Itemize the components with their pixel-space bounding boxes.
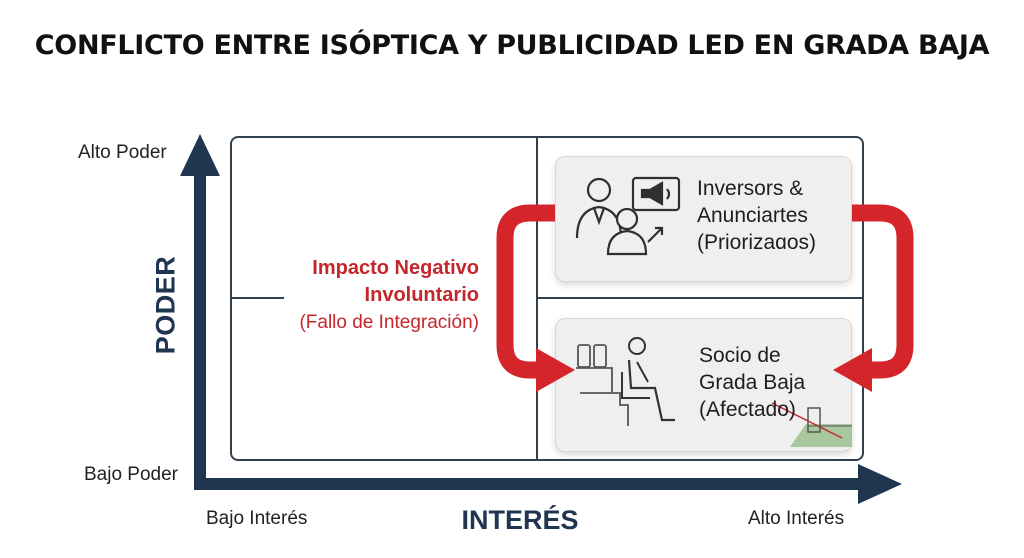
card-lower-stand-text: Socio de Grada Baja (Afectado): [699, 342, 805, 423]
card-investors-text: Inversors & Anunciartes (Priorizaɑos): [697, 175, 816, 256]
people-icon: [575, 177, 648, 256]
megaphone-icon: [631, 176, 681, 243]
y-axis-title: PODER: [150, 255, 181, 355]
impact-line-3: (Fallo de Integración): [299, 312, 479, 333]
card-investors-line-1: Inversors &: [697, 177, 804, 200]
x-axis-low-label: Bajo Interés: [206, 508, 308, 529]
card-investors-line-2: Anunciartes: [697, 204, 808, 227]
red-arrow-left: [496, 204, 575, 392]
x-axis-title: INTERÉS: [461, 505, 579, 535]
red-arrow-right: [833, 204, 914, 392]
impact-line-1: Impacto Negativo: [312, 257, 479, 279]
y-axis-high-label: Alto Poder: [78, 142, 167, 163]
impact-line-2: Involuntario: [364, 284, 479, 306]
diagram-title: CONFLICTO ENTRE ISÓPTICA Y PUBLICIDAD LE…: [34, 30, 990, 61]
impact-annotation: Impacto Negativo Involuntario (Fallo de …: [299, 255, 479, 336]
led-board-icon: [771, 402, 852, 447]
stadium-seat-icon: [576, 337, 675, 426]
card-investors-line-3: (Priorizaɑos): [697, 231, 817, 254]
card-lower-stand-line-3: (Afectado): [699, 398, 796, 421]
y-axis-low-label: Bajo Poder: [84, 464, 179, 485]
y-axis-arrow: [180, 134, 220, 486]
card-lower-stand-line-2: Grada Baja: [699, 371, 806, 394]
card-investors: [555, 156, 852, 282]
x-axis-arrow: [194, 464, 902, 504]
card-lower-stand-line-1: Socio de: [699, 344, 781, 367]
x-axis-high-label: Alto Interés: [748, 508, 845, 529]
